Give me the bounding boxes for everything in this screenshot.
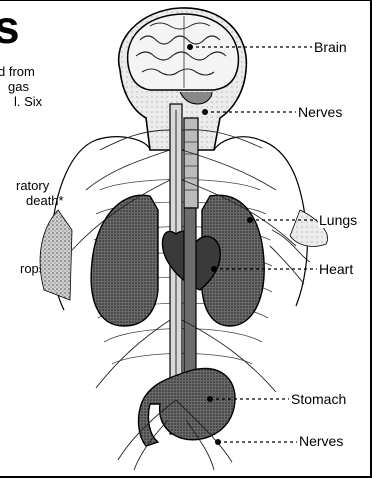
label-nerves-upper: Nerves — [297, 104, 343, 120]
label-brain: Brain — [313, 39, 348, 55]
stomach — [139, 368, 236, 446]
frame-border-top — [0, 0, 372, 1]
label-heart: Heart — [318, 261, 354, 277]
left-lung — [91, 195, 158, 326]
esophagus — [184, 208, 196, 384]
label-lungs: Lungs — [318, 212, 358, 228]
label-stomach: Stomach — [290, 391, 347, 407]
label-nerves-lower: Nerves — [298, 433, 344, 449]
trachea — [184, 118, 198, 208]
